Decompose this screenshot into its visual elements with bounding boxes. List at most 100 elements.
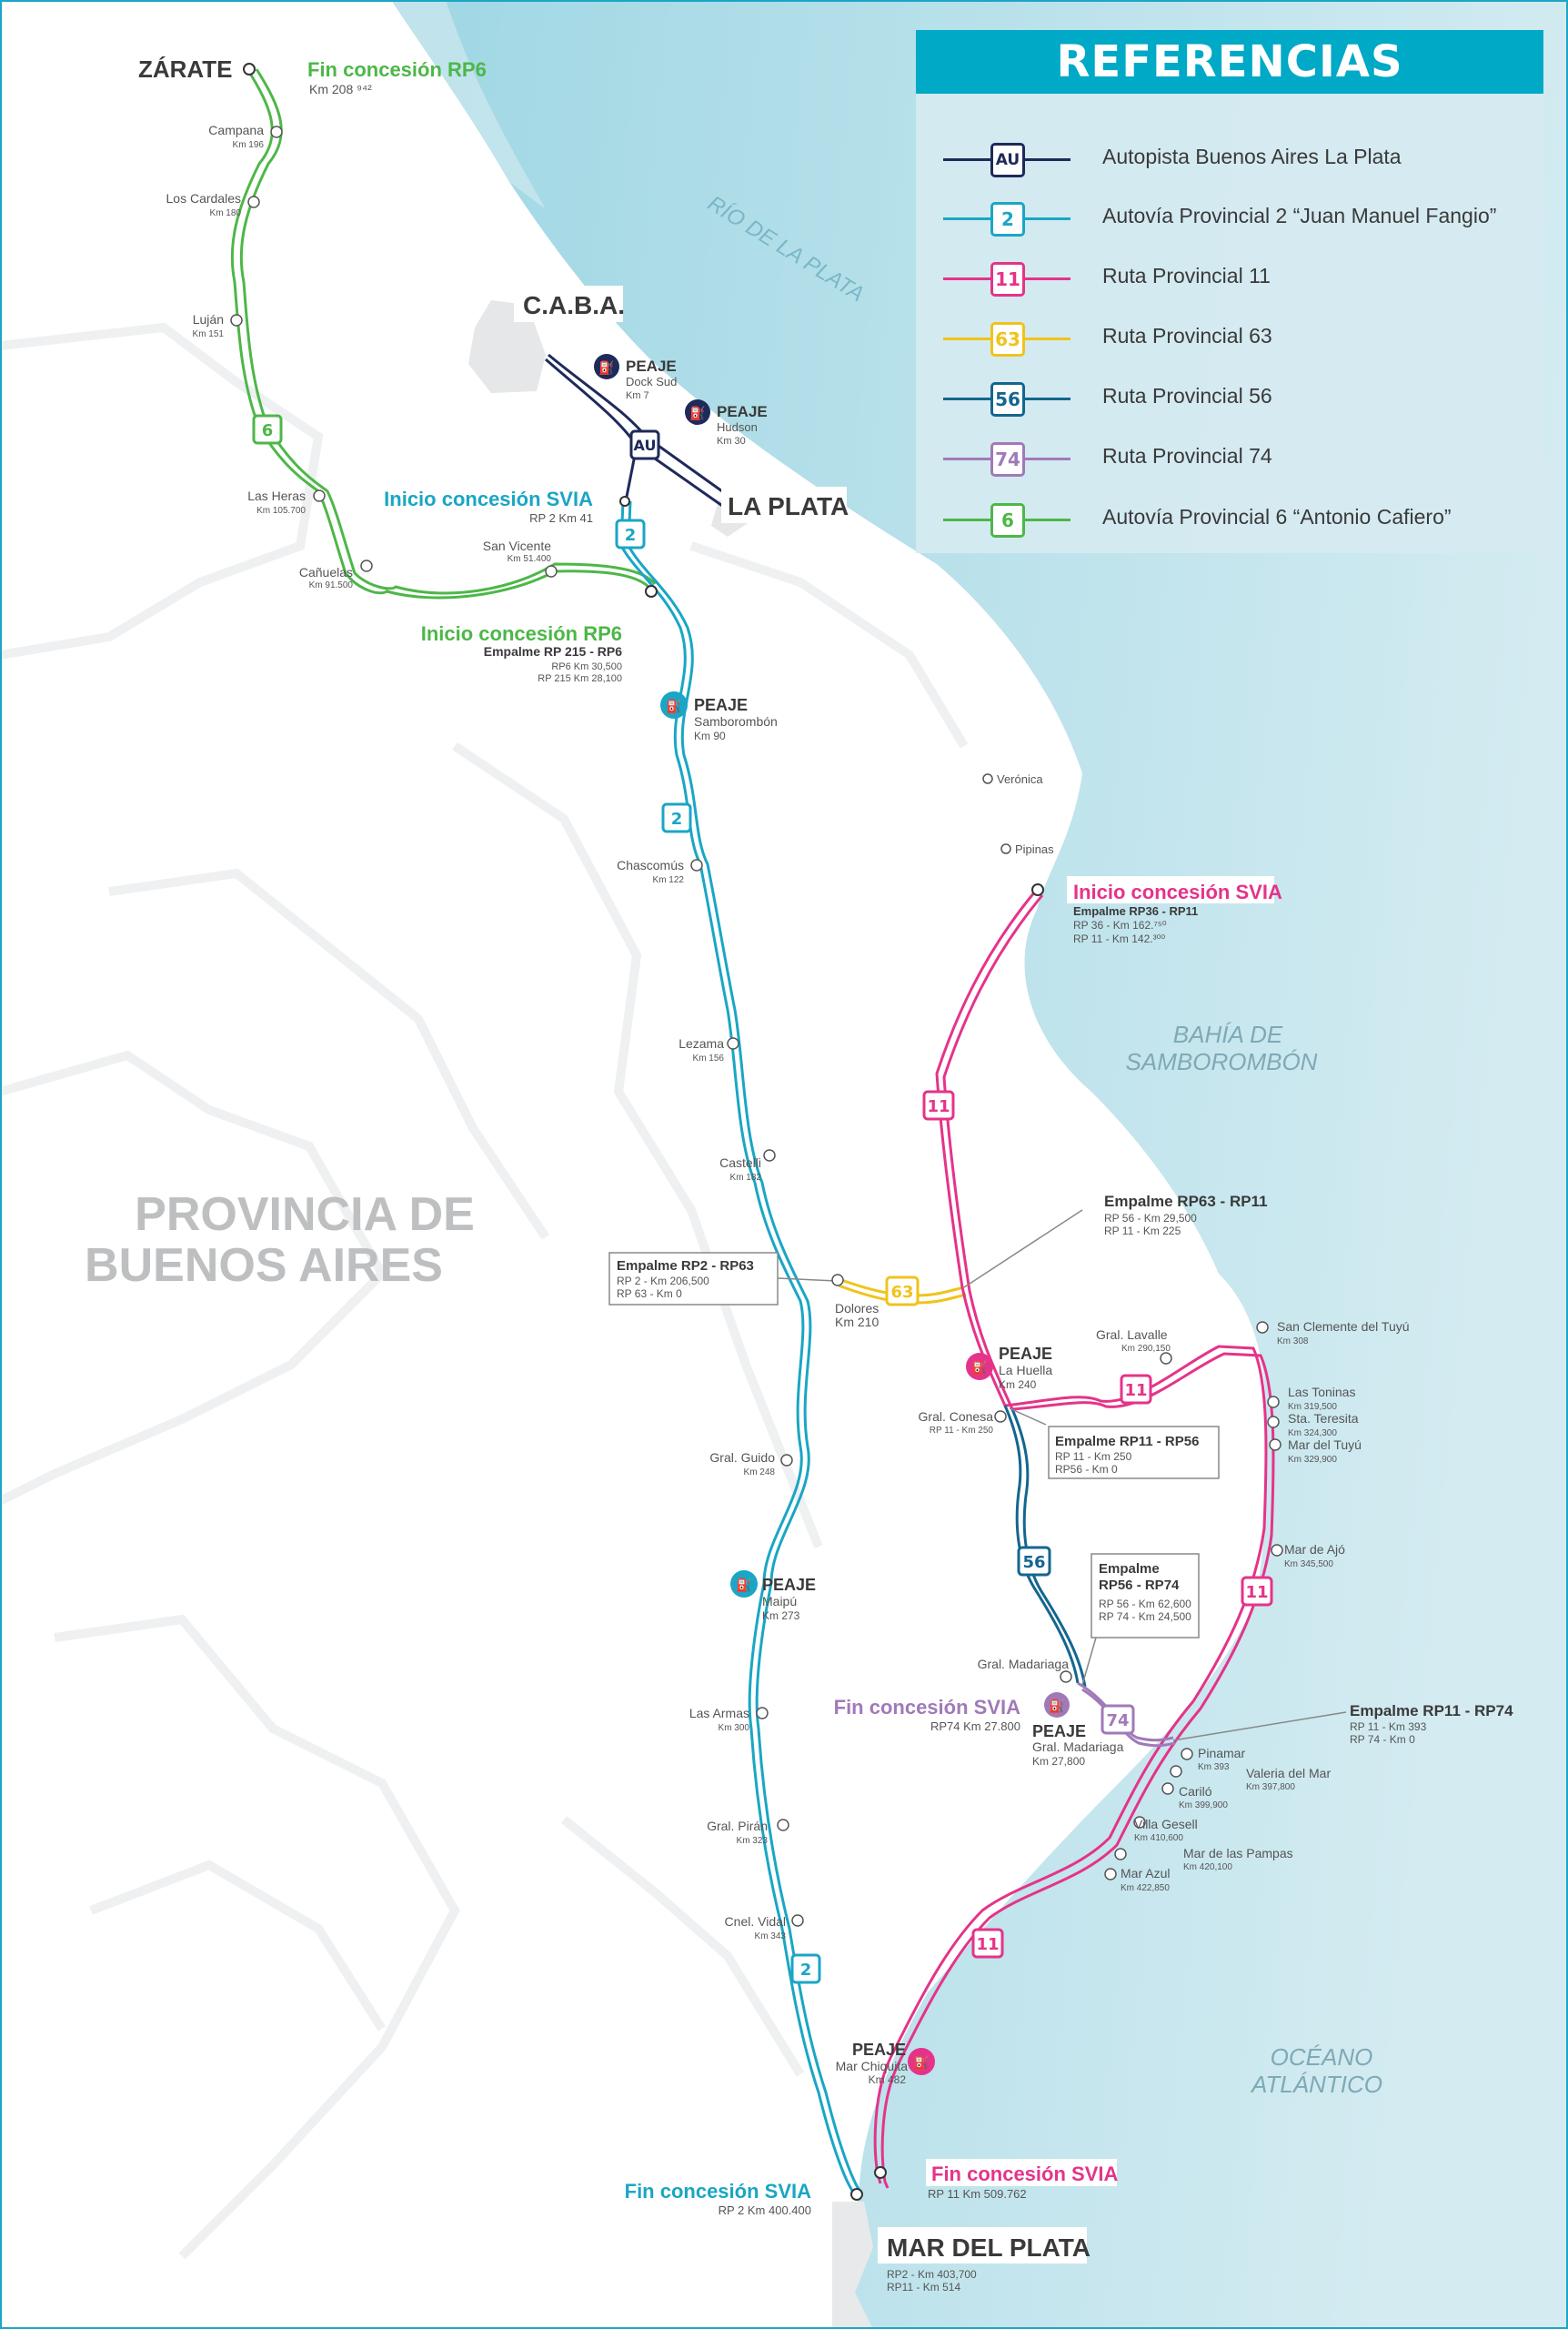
svg-text:Lezama: Lezama [678, 1036, 724, 1051]
ocean-label: OCÉANO [1271, 2043, 1373, 2071]
svg-text:Las Armas: Las Armas [689, 1706, 749, 1720]
svg-text:Cañuelas: Cañuelas [299, 565, 353, 580]
svg-text:2: 2 [671, 810, 683, 829]
svg-text:Km 329,900: Km 329,900 [1288, 1455, 1337, 1465]
svg-text:Km 248: Km 248 [744, 1467, 776, 1477]
route-rp6 [230, 68, 657, 600]
svg-text:RP56 - RP74: RP56 - RP74 [1099, 1578, 1180, 1593]
shield-rp11-a: 11 [922, 1090, 955, 1121]
svg-text:AU: AU [634, 437, 657, 454]
svg-text:Los Cardales: Los Cardales [166, 191, 242, 206]
toll-icon [594, 354, 619, 379]
svg-text:Cnel. Vidal: Cnel. Vidal [725, 1914, 786, 1929]
junction-rp63-rp11: Empalme RP63 - RP11 RP 56 - Km 29,500 RP… [963, 1193, 1268, 1288]
route-rp11 [873, 891, 1275, 2189]
svg-text:PEAJE: PEAJE [762, 1576, 816, 1594]
svg-text:RP 11 - Km 250: RP 11 - Km 250 [930, 1426, 994, 1436]
junction-rp2-rp63: Empalme RP2 - RP63 RP 2 - Km 206,500 RP … [608, 1252, 838, 1306]
legend-item-rp74: 74 Ruta Provincial 74 [943, 440, 1534, 477]
svg-text:2: 2 [625, 526, 637, 545]
svg-text:Gral. Guido: Gral. Guido [709, 1450, 775, 1465]
svg-text:PEAJE: PEAJE [1032, 1722, 1086, 1740]
junction-rp11-rp56: Empalme RP11 - RP56 RP 11 - Km 250 RP56 … [1009, 1407, 1220, 1479]
svg-text:Sta. Teresita: Sta. Teresita [1288, 1411, 1359, 1426]
svg-text:Castelli: Castelli [719, 1155, 761, 1170]
toll-icon [1044, 1692, 1070, 1718]
svg-text:⛽: ⛽ [971, 1360, 987, 1376]
svg-text:Pinamar: Pinamar [1198, 1746, 1245, 1760]
svg-text:Km 151: Km 151 [193, 329, 225, 339]
svg-text:Empalme RP63 - RP11: Empalme RP63 - RP11 [1104, 1193, 1268, 1210]
svg-text:RP 56 - Km 62,600: RP 56 - Km 62,600 [1099, 1598, 1191, 1610]
route-rp2 [619, 500, 864, 2195]
svg-text:Mar Azul: Mar Azul [1121, 1866, 1170, 1880]
shield-rp11-b: 11 [1120, 1374, 1152, 1405]
legend-item-rp63: 63 Ruta Provincial 63 [943, 320, 1534, 357]
shield-rp6: 6 [252, 414, 283, 445]
svg-text:RP 11 - Km 250: RP 11 - Km 250 [1055, 1450, 1132, 1463]
toll-madariaga: ⛽ PEAJE Gral. Madariaga Km 27,800 [1032, 1692, 1124, 1768]
svg-text:RP 56 - Km 29,500: RP 56 - Km 29,500 [1104, 1212, 1197, 1225]
svg-text:RP 2 Km 400.400: RP 2 Km 400.400 [719, 2203, 811, 2217]
legend-panel: REFERENCIAS AU Autopista Buenos Aires La… [916, 30, 1543, 553]
province-label-2: BUENOS AIRES [85, 1239, 443, 1292]
svg-text:Km 393: Km 393 [1198, 1762, 1230, 1772]
svg-text:PEAJE: PEAJE [999, 1345, 1052, 1363]
svg-text:Samborombón: Samborombón [694, 714, 778, 729]
svg-text:Pipinas: Pipinas [1015, 842, 1054, 856]
svg-text:Las Heras: Las Heras [247, 489, 306, 503]
svg-text:11: 11 [976, 1935, 999, 1954]
junction-rp56-rp74: Empalme RP56 - RP74 RP 56 - Km 62,600 RP… [1081, 1553, 1200, 1686]
svg-text:Km 208 ⁹⁴²: Km 208 ⁹⁴² [309, 82, 372, 96]
town-markers: Campana Km 196 Los Cardales Km 180 Luján… [166, 123, 1410, 1941]
svg-text:Km 30: Km 30 [717, 436, 746, 447]
svg-text:Km 196: Km 196 [233, 140, 265, 150]
svg-text:Gral. Madariaga: Gral. Madariaga [978, 1657, 1070, 1671]
toll-marchiquita: ⛽ PEAJE Mar Chiquita Km 482 [836, 2041, 935, 2086]
svg-text:Km 240: Km 240 [999, 1378, 1037, 1391]
svg-text:Km 399,900: Km 399,900 [1179, 1800, 1228, 1810]
inicio-svia-rp11-label: Inicio concesión SVIA [1073, 881, 1282, 903]
svg-text:Km 397,800: Km 397,800 [1246, 1782, 1295, 1792]
svg-text:Km 182: Km 182 [730, 1173, 762, 1183]
svg-text:Km 210: Km 210 [835, 1315, 879, 1329]
svg-text:Km 7: Km 7 [626, 390, 649, 401]
toll-samborombon: ⛽ PEAJE Samborombón Km 90 [660, 691, 778, 742]
shield-rp11-c: 11 [1241, 1576, 1273, 1607]
svg-text:Dolores: Dolores [835, 1301, 879, 1316]
fin-svia-rp11-label: Fin concesión SVIA [931, 2163, 1118, 2185]
svg-text:Cariló: Cariló [1179, 1784, 1212, 1799]
svg-text:Km 90: Km 90 [694, 730, 726, 742]
svg-text:RP 215 Km 28,100: RP 215 Km 28,100 [538, 673, 622, 684]
svg-text:⛽: ⛽ [913, 2055, 929, 2071]
svg-text:74: 74 [1106, 1711, 1129, 1730]
svg-text:Campana: Campana [208, 123, 264, 137]
svg-text:Km 343: Km 343 [755, 1931, 787, 1941]
svg-text:Km 345,500: Km 345,500 [1284, 1559, 1333, 1569]
shield-rp56: 56 [1017, 1546, 1051, 1577]
svg-text:⛽: ⛽ [598, 360, 614, 376]
inicio-rp6-label: Inicio concesión RP6 [421, 622, 622, 645]
svg-text:RP 63 - Km 0: RP 63 - Km 0 [617, 1287, 682, 1300]
legend-title: REFERENCIAS [916, 30, 1543, 94]
inicio-svia-rp2-label: Inicio concesión SVIA [384, 488, 593, 510]
toll-icon [730, 1570, 758, 1598]
legend-item-rp11: 11 Ruta Provincial 11 [943, 260, 1534, 297]
delta-strip [391, 0, 546, 209]
svg-text:Hudson: Hudson [717, 420, 758, 434]
svg-text:RP 74 - Km 0: RP 74 - Km 0 [1350, 1733, 1415, 1746]
toll-icon [660, 691, 688, 719]
fin-rp6-label: Fin concesión RP6 [307, 58, 487, 81]
shield-rp2-c: 2 [790, 1953, 821, 1984]
svg-text:Km 105.700: Km 105.700 [256, 506, 306, 516]
svg-text:Verónica: Verónica [997, 772, 1043, 786]
svg-text:11: 11 [1245, 1583, 1268, 1602]
svg-text:RP11 - Km 514: RP11 - Km 514 [887, 2281, 960, 2294]
svg-text:⛽: ⛽ [1049, 1699, 1064, 1714]
fin-svia-rp2-label: Fin concesión SVIA [625, 2180, 811, 2203]
svg-text:Mar de Ajó: Mar de Ajó [1284, 1542, 1345, 1557]
shield-rp11-d: 11 [971, 1928, 1004, 1959]
ocean-label-2: ATLÁNTICO [1250, 2071, 1382, 2098]
toll-docksud: ⛽ PEAJE Dock Sud Km 7 [594, 354, 677, 401]
svg-text:Gral. Conesa: Gral. Conesa [919, 1409, 994, 1424]
